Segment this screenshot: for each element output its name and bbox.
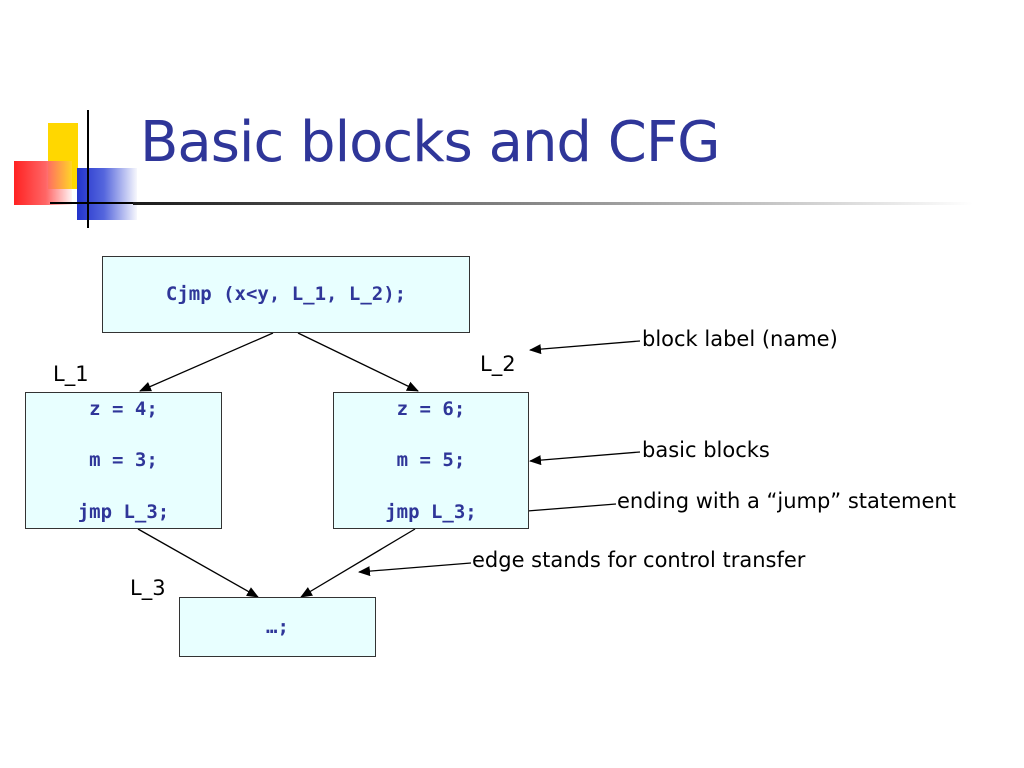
logo-vertical-line (87, 110, 89, 228)
label-l1: L_1 (53, 362, 89, 386)
block-l2 (333, 392, 529, 529)
pointer-block-label (529, 340, 641, 355)
logo-red-square (14, 161, 72, 205)
title-rule (133, 202, 973, 205)
l3-code-line: …; (266, 616, 289, 638)
annotation-block-label: block label (name) (642, 327, 838, 351)
slide-title: Basic blocks and CFG (140, 110, 720, 175)
l1-code-line: z = 4; (89, 398, 158, 420)
annotation-basic-blocks: basic blocks (642, 438, 770, 462)
pointer-edge (358, 562, 472, 577)
entry-block (102, 256, 470, 333)
l2-code-line: jmp L_3; (385, 501, 477, 523)
entry-code-line: Cjmp (x<y, L_1, L_2); (165, 283, 407, 305)
edge-entry-to-l1 (139, 332, 274, 392)
l2-code-line: m = 5; (396, 449, 466, 471)
block-l1 (25, 392, 222, 529)
annotation-ending-jump: ending with a “jump” statement (617, 489, 956, 513)
pointer-basic-blocks (529, 451, 641, 466)
label-l2: L_2 (480, 352, 516, 376)
l1-code-line: m = 3; (89, 449, 158, 471)
l1-code-line: jmp L_3; (77, 501, 170, 523)
edge-l1-to-l3 (137, 528, 259, 598)
label-l3: L_3 (130, 576, 166, 600)
l2-code-line: z = 6; (396, 398, 466, 420)
edge-l2-to-l3 (300, 528, 416, 598)
edge-entry-to-l2 (297, 332, 419, 392)
logo-horizontal-line (50, 202, 133, 204)
block-l3 (179, 597, 376, 657)
annotation-edge: edge stands for control transfer (472, 548, 806, 572)
